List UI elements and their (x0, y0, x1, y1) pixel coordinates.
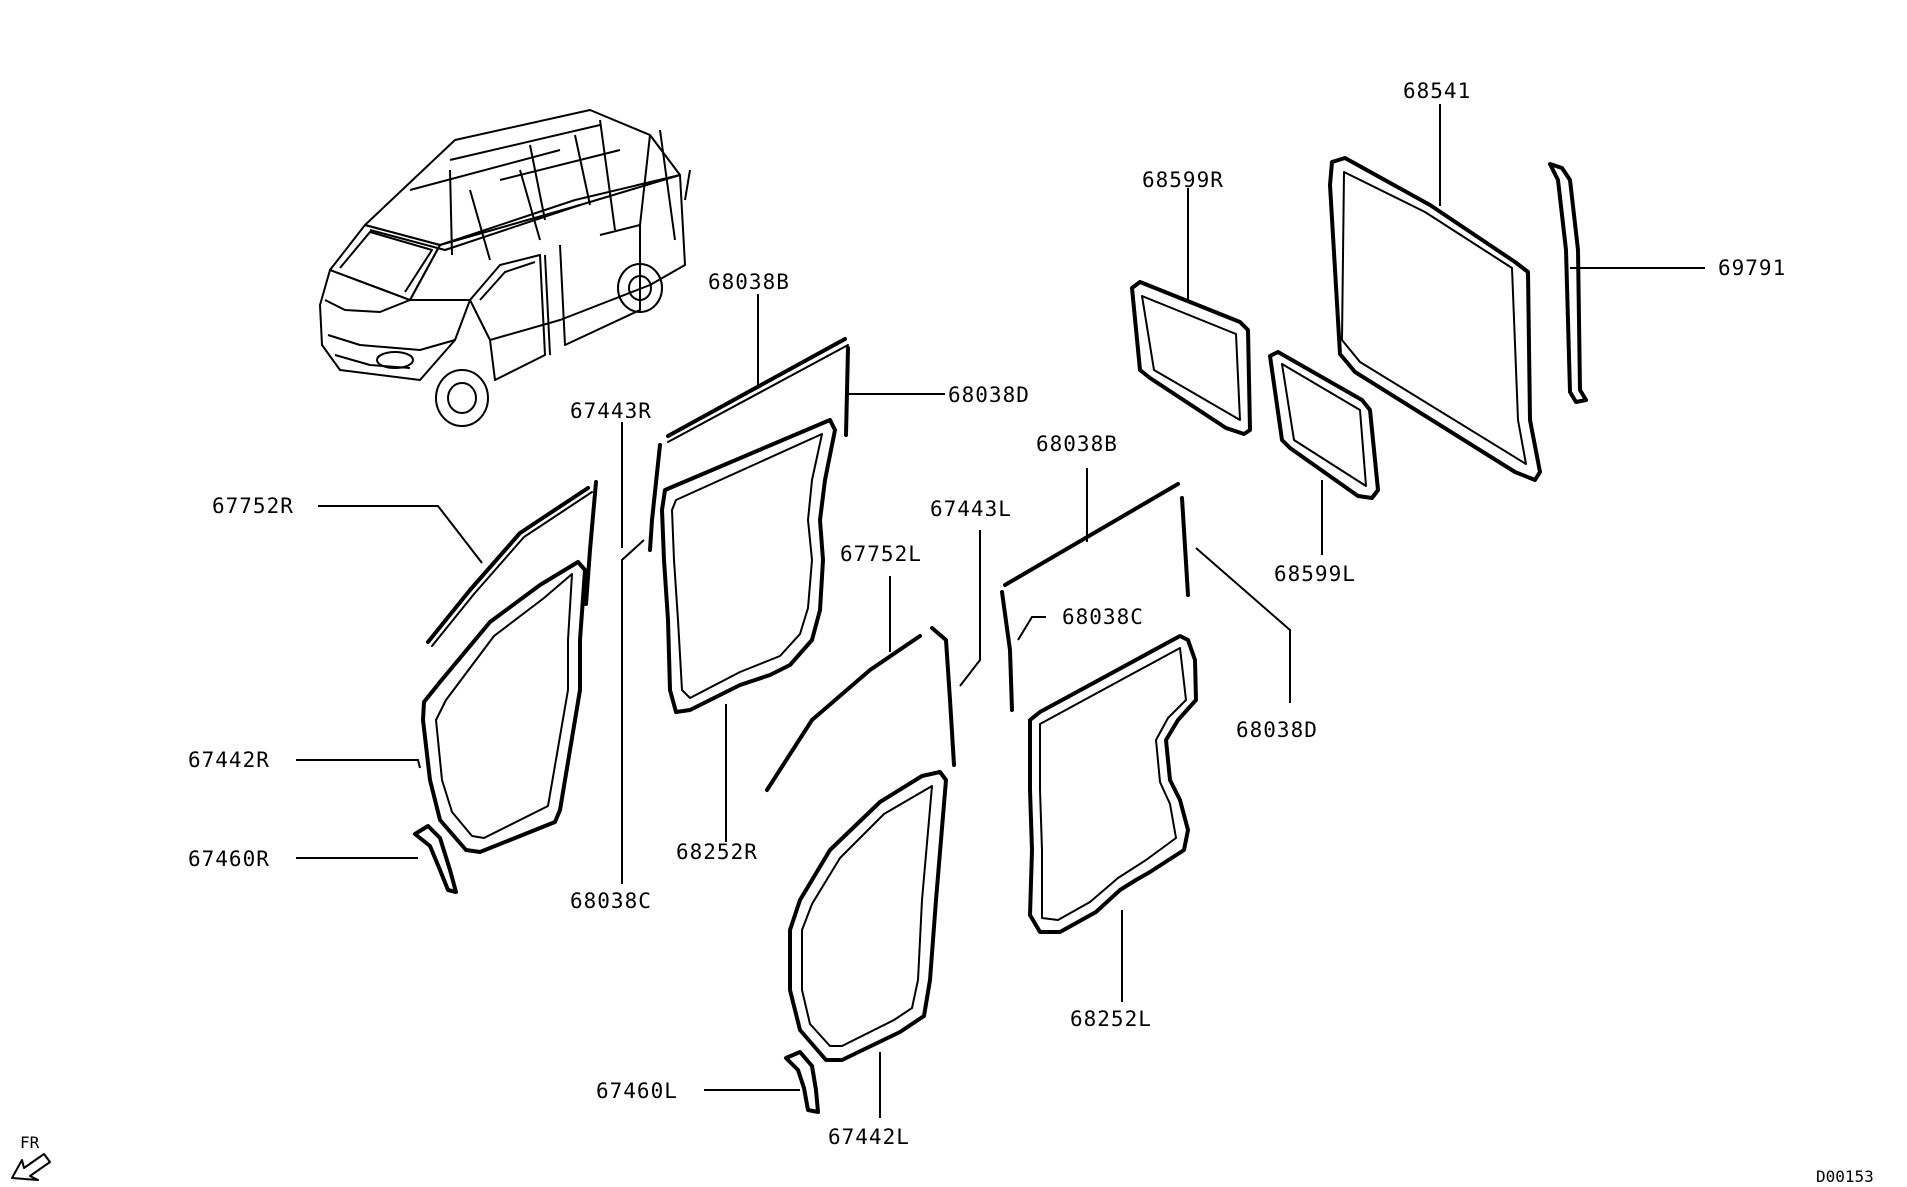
sliding-door-weatherstrip-68252R (660, 418, 837, 714)
label-68252L: 68252L (1070, 1007, 1152, 1031)
label-68038C-left: 68038C (1062, 605, 1144, 629)
front-door-weatherstrip-67442R (421, 560, 587, 854)
front-door-weatherstrip-67442L (788, 770, 948, 1062)
sliding-door-upper-seal-68038B-left (1003, 482, 1180, 587)
front-arrow-icon (11, 1153, 51, 1181)
sliding-door-upper-seal-68038B-right (666, 337, 847, 438)
rear-strip-69791 (1548, 162, 1588, 404)
label-68599L: 68599L (1274, 562, 1356, 586)
front-door-upper-seal-67752L (765, 634, 922, 792)
label-68038D-left: 68038D (1236, 718, 1318, 742)
label-67443R: 67443R (570, 399, 652, 423)
leader-lines (296, 104, 1705, 1118)
label-68541: 68541 (1403, 79, 1471, 103)
sliding-door-front-seal-68038C-right (648, 443, 662, 552)
label-68252R: 68252R (676, 840, 758, 864)
rear-window-seal-68599L (1268, 350, 1380, 500)
sliding-door-front-seal-68038C-left (1000, 590, 1014, 712)
rear-window-seal-68599R (1130, 280, 1252, 436)
label-68599R: 68599R (1142, 168, 1224, 192)
front-door-upper-seal-67752R (426, 486, 590, 644)
label-67442L: 67442L (828, 1125, 910, 1149)
front-direction-indicator: FR (11, 1133, 51, 1181)
label-67460R: 67460R (188, 847, 270, 871)
label-67752L: 67752L (840, 542, 922, 566)
label-68038B-right: 68038B (708, 270, 790, 294)
label-67460L: 67460L (596, 1079, 678, 1103)
sliding-door-rear-seal-68038D-right (844, 346, 850, 437)
label-67443L: 67443L (930, 497, 1012, 521)
sliding-door-rear-seal-68038D-left (1180, 496, 1190, 597)
label-69791: 69791 (1718, 256, 1786, 280)
label-68038B-left: 68038B (1036, 432, 1118, 456)
diagram-code: D00153 (1816, 1167, 1874, 1186)
front-door-rear-seal-67443R (584, 480, 598, 606)
front-door-rear-seal-67443L (930, 626, 956, 767)
rear-door-weatherstrip-68541 (1328, 156, 1542, 482)
label-68038C-right: 68038C (570, 889, 652, 913)
front-indicator-label: FR (20, 1133, 40, 1152)
front-door-lower-seal-67460R (413, 824, 458, 894)
front-door-lower-seal-67460L (784, 1050, 820, 1114)
van-illustration (319, 109, 691, 427)
label-67752R: 67752R (212, 494, 294, 518)
label-68038D-right: 68038D (948, 383, 1030, 407)
sliding-door-weatherstrip-68252L (1028, 634, 1198, 934)
label-67442R: 67442R (188, 748, 270, 772)
